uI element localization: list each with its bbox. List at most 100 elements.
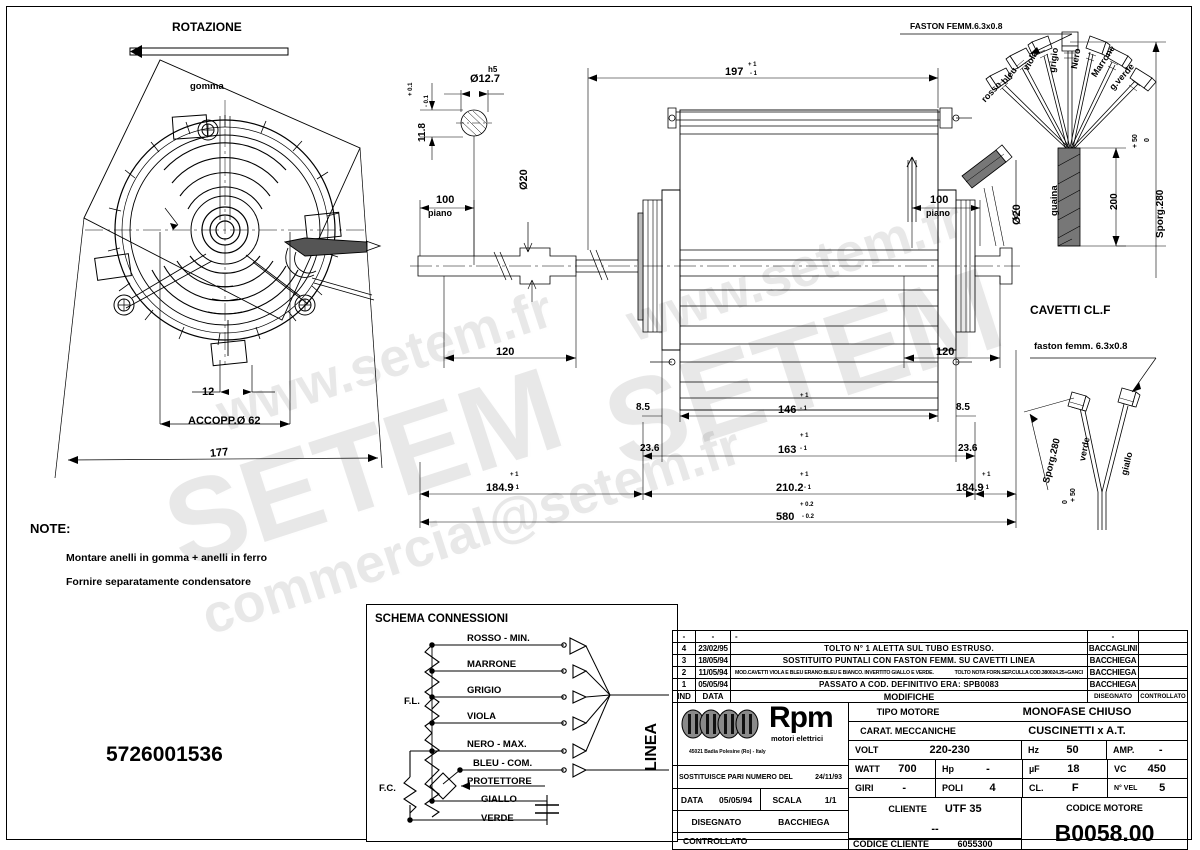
disegnato-label: DISEGNATO <box>691 816 742 827</box>
dim-177: 177 <box>209 446 229 460</box>
schema-title: SCHEMA CONNESSIONI <box>375 613 509 625</box>
data-label: DATA <box>680 794 704 805</box>
rev-data: 05/05/94 <box>695 678 731 691</box>
codice-cliente-value: 6055300 <box>957 839 993 849</box>
brand-cell: Rpm motori elettrici 45021 Badia Polesin… <box>673 701 848 766</box>
watt-value: 700 <box>898 763 917 775</box>
schema-fc-label: F.C. <box>379 783 396 794</box>
giri-value: - <box>902 782 907 794</box>
harness-graphics <box>900 31 1166 278</box>
h5-label: h5 <box>488 65 498 74</box>
sostituisce-label: SOSTITUISCE PARI NUMERO DEL <box>679 773 793 781</box>
note-line-2: Fornire separatamente condensatore <box>66 576 251 588</box>
schema-graphics <box>403 637 669 825</box>
hz-label: Hz <box>1028 745 1039 755</box>
rev-con <box>1138 666 1188 679</box>
rev-ind: - <box>672 630 696 643</box>
cliente-label: CLIENTE <box>888 803 927 814</box>
data-value: 05/05/94 <box>719 794 753 805</box>
sostituisce-value: 24/11/93 <box>815 773 842 781</box>
dim-197: 197 <box>725 66 744 78</box>
rev-mod: MOD.CAVETTI VIOLA E BLEU ERANO:BLEU E BI… <box>735 669 934 676</box>
carat-value: CUSCINETTI x A.T. <box>1028 725 1126 737</box>
codice-cliente-label: CODICE CLIENTE <box>853 839 930 849</box>
rev-data: 23/02/95 <box>695 642 731 655</box>
rev-mod: SOSTITUITO PUNTALI CON FASTON FEMM. SU C… <box>730 654 1088 667</box>
sporg2-tol-plus: + 50 <box>1070 488 1077 502</box>
harness2-view: faston femm. 6.3x0.8 verde giallo Sporg.… <box>1000 330 1190 530</box>
disegnato-value: BACCHIEGA <box>778 816 830 827</box>
vc-label: VC <box>1114 764 1127 774</box>
tipo-motore-label: TIPO MOTORE <box>876 707 940 717</box>
spec-panel: TIPO MOTORE MONOFASE CHIUSO CARAT. MECCA… <box>849 703 1187 849</box>
revision-row: 1 05/05/94 PASSATO A COD. DEFINITIVO ERA… <box>672 678 1188 691</box>
disegnato-row: DISEGNATO BACCHIEGA <box>673 811 848 833</box>
volt-label: VOLT <box>855 745 879 755</box>
uf-value: 18 <box>1067 763 1080 775</box>
tol-210-plus: + 1 <box>800 472 809 478</box>
brand-address: 45021 Badia Polesine (Ro) - Italy <box>689 749 766 755</box>
rev-ind: 4 <box>672 642 696 655</box>
controllato-label: CONTROLLATO <box>683 836 748 846</box>
dim-100-left: 100 <box>436 194 455 206</box>
terminal-rosso: ROSSO - MIN. <box>467 633 530 644</box>
tol-1849r-minus: - 1 <box>982 485 990 491</box>
codice-motore-value: B0058.00 <box>1054 819 1155 846</box>
terminal-grigio: GRIGIO <box>467 685 502 696</box>
tol-163-minus: - 1 <box>800 446 808 452</box>
dim-100-right: 100 <box>930 194 949 206</box>
dia-12-7: Ø12.7 <box>470 73 500 85</box>
cliente-value: UTF 35 <box>944 802 982 815</box>
piano-left: piano <box>428 208 452 218</box>
amp-value: - <box>1158 744 1163 756</box>
rev-ind: 3 <box>672 654 696 667</box>
dim-146: 146 <box>778 404 797 416</box>
dia-20-left: Ø20 <box>518 169 530 190</box>
schema-connessioni: SCHEMA CONNESSIONI <box>366 604 678 842</box>
rev-mod-extra: TOLTO NOTA FORN.SEP.CULLA COD.380024.25+… <box>954 669 1084 676</box>
revision-row: 2 11/05/94 MOD.CAVETTI VIOLA E BLEU ERAN… <box>672 666 1188 679</box>
rev-data: 11/05/94 <box>695 666 731 679</box>
section-view: h5 Ø12.7 + 0.1 11.8 - 0.1 100 piano Ø20 … <box>400 50 1030 540</box>
revision-row: - - - - <box>672 630 1188 643</box>
dim-210-2: 210.2 <box>776 482 804 494</box>
tol-11-8-minus: - 0.1 <box>424 94 430 107</box>
tol-210-minus: - 1 <box>804 485 812 491</box>
revision-header-row: IND DATA MODIFICHE DISEGNATO CONTROLLATO <box>672 690 1188 703</box>
tol-163-plus: + 1 <box>800 433 809 439</box>
hp-value: - <box>986 763 990 775</box>
dim-23-6-right: 23.6 <box>958 443 978 454</box>
rev-dis: BACCHIEGA <box>1087 654 1139 667</box>
rev-dis: BACCHIEGA <box>1087 678 1139 691</box>
brand-subtitle: motori elettrici <box>771 734 824 743</box>
rev-header-data: DATA <box>695 690 731 703</box>
faston-callout: FASTON FEMM.6.3x0.8 <box>910 21 1003 31</box>
rev-mod: TOLTO N° 1 ALETTA SUL TUBO ESTRUSO. <box>730 642 1088 655</box>
controllato-row: CONTROLLATO <box>673 833 848 849</box>
cliente-cell: CLIENTE UTF 35 -- CODICE CLIENTE 6055300 <box>849 798 1022 849</box>
giri-label: GIRI <box>855 783 874 793</box>
volt-value: 220-230 <box>929 744 970 756</box>
harness2-graphics <box>1023 357 1157 530</box>
sporg2-tol-zero: 0 <box>1062 500 1069 504</box>
rev-data: 18/05/94 <box>695 654 731 667</box>
vc-value: 450 <box>1147 763 1166 775</box>
linea-label: LINEA <box>643 723 660 771</box>
terminal-bleu: BLEU - COM. <box>473 758 533 769</box>
scala-value: 1/1 <box>824 794 837 805</box>
notes-heading: NOTE: <box>30 521 71 536</box>
rev-con <box>1138 630 1188 643</box>
terminal-giallo: GIALLO <box>481 794 517 805</box>
tol-1849l-minus: - 1 <box>512 485 520 491</box>
tol-146-plus: + 1 <box>800 393 809 399</box>
tol-580-plus: + 0.2 <box>800 502 814 508</box>
dim-200: 200 <box>1109 193 1120 210</box>
codice-motore-label: CODICE MOTORE <box>1066 802 1143 813</box>
rev-dis: - <box>1087 630 1139 643</box>
rev-dis: BACCHIEGA <box>1087 666 1139 679</box>
amp-label: AMP. <box>1113 745 1135 755</box>
rotation-label: ROTAZIONE <box>172 20 242 34</box>
cl-value: F <box>1071 782 1079 794</box>
note-line-1: Montare anelli in gomma + anelli in ferr… <box>66 552 268 564</box>
